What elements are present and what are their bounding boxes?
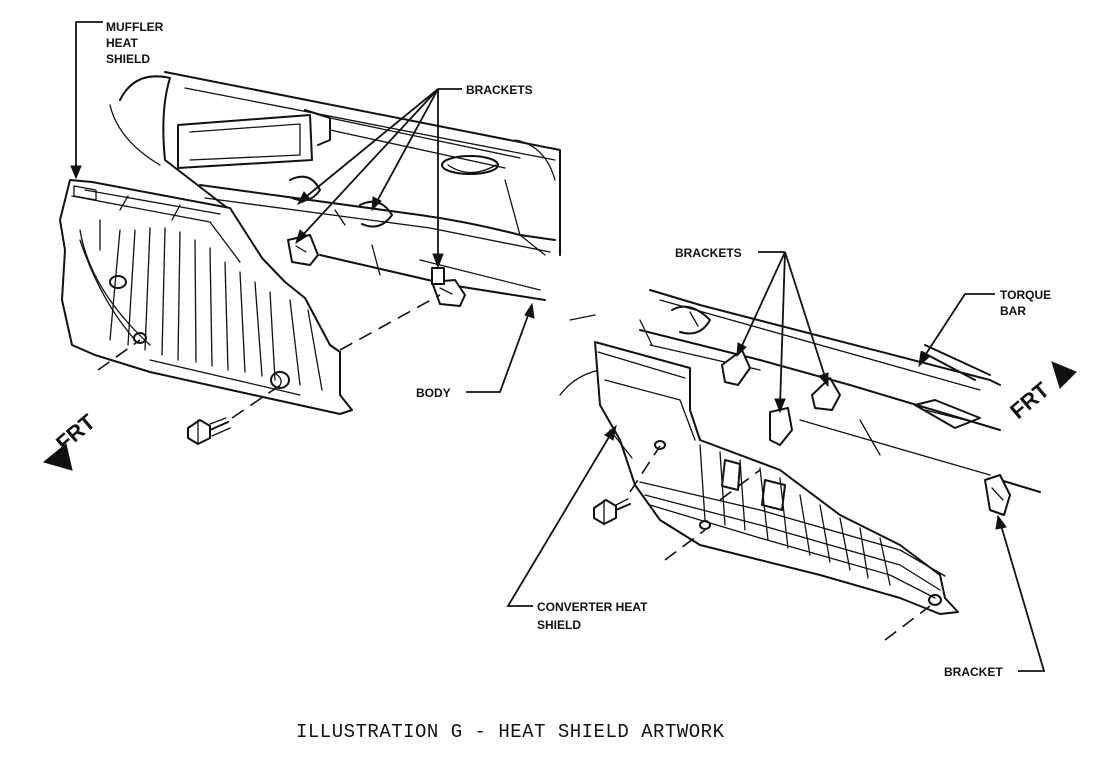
label-muffler-heat-shield: MUFFLER HEAT SHIELD bbox=[70, 20, 164, 180]
left-frt-text: FRT bbox=[51, 409, 100, 456]
right-frt-text: FRT bbox=[1005, 377, 1054, 424]
left-bracket-3 bbox=[431, 267, 445, 285]
right-bracket-1 bbox=[721, 349, 751, 386]
right-brackets bbox=[721, 349, 1011, 516]
left-bracket-2 bbox=[431, 279, 466, 307]
converter-heat-shield bbox=[594, 341, 959, 615]
right-bracket-2 bbox=[769, 407, 793, 446]
figure-caption: ILLUSTRATION G - HEAT SHIELD ARTWORK bbox=[296, 721, 725, 743]
label-converter-line-2: SHIELD bbox=[537, 618, 581, 632]
label-bracket-text: BRACKET bbox=[944, 665, 1003, 679]
label-brackets-left: BRACKETS bbox=[295, 83, 533, 269]
label-muffler-line-1: MUFFLER bbox=[106, 20, 164, 34]
label-converter-heat-shield: CONVERTER HEAT SHIELD bbox=[506, 424, 648, 632]
right-bracket-4 bbox=[984, 474, 1011, 516]
left-view: MUFFLER HEAT SHIELD BRACKETS BODY FRT bbox=[42, 20, 561, 471]
left-align-line-1 bbox=[97, 339, 141, 371]
right-align-line-3 bbox=[884, 605, 931, 641]
right-frt-indicator: FRT bbox=[1005, 361, 1077, 424]
label-brackets-right: BRACKETS bbox=[675, 246, 829, 414]
left-align-line-3 bbox=[339, 294, 441, 351]
label-converter-line-1: CONVERTER HEAT bbox=[537, 600, 648, 614]
label-body: BODY bbox=[416, 302, 535, 400]
label-muffler-line-3: SHIELD bbox=[106, 52, 150, 66]
left-align-line-2 bbox=[231, 383, 283, 419]
right-frt-arrow-icon bbox=[1051, 361, 1077, 389]
right-view: BRACKETS TORQUE BAR CONVERTER HEAT SHIEL… bbox=[506, 246, 1077, 679]
right-align-line-2 bbox=[664, 529, 706, 561]
left-body-structure bbox=[109, 71, 561, 301]
label-brackets-left-text: BRACKETS bbox=[466, 83, 533, 97]
label-body-text: BODY bbox=[416, 386, 451, 400]
left-frt-arrow-icon bbox=[42, 443, 73, 471]
left-bolt bbox=[187, 417, 231, 445]
label-torque-line-2: BAR bbox=[1000, 304, 1026, 318]
left-frt-indicator: FRT bbox=[42, 409, 100, 471]
label-torque-line-1: TORQUE bbox=[1000, 288, 1051, 302]
right-align-line-4 bbox=[719, 469, 761, 501]
left-brackets bbox=[287, 234, 466, 307]
label-bracket: BRACKET bbox=[944, 514, 1046, 679]
label-brackets-right-text: BRACKETS bbox=[675, 246, 742, 260]
right-bolt bbox=[593, 498, 631, 525]
label-muffler-line-2: HEAT bbox=[106, 36, 138, 50]
label-torque-bar: TORQUE BAR bbox=[918, 288, 1051, 368]
muffler-heat-shield bbox=[59, 179, 353, 415]
right-align-line-1 bbox=[629, 445, 661, 493]
right-body-structure bbox=[559, 289, 1041, 493]
